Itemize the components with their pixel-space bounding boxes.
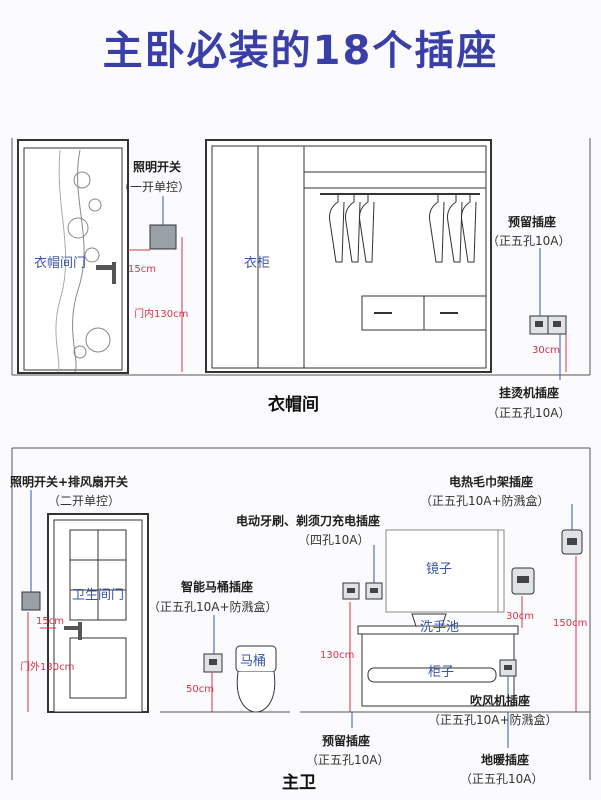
toothbrush-socket-name: 电动牙刷、剃须刀充电插座 (236, 514, 381, 528)
toothbrush-socket-left (342, 582, 360, 600)
closet-dim-30: 30cm (532, 345, 560, 356)
reserved-socket-detail: （正五孔10A） (306, 753, 390, 767)
cabinet-label: 柜子 (428, 665, 455, 680)
closet-door-label: 衣帽间门 (34, 256, 87, 271)
bathroom-dim-50: 50cm (186, 684, 214, 695)
dryer-socket-name: 吹风机插座 (470, 694, 531, 708)
toilet-socket (203, 653, 223, 673)
bathroom-switch-name: 照明开关+排风扇开关 (10, 475, 129, 489)
toothbrush-socket-detail: （四孔10A） (298, 533, 370, 547)
towel-rack-socket-detail: （正五孔10A+防溅盒） (420, 494, 550, 508)
bathroom-section-label: 主卫 (282, 773, 316, 793)
wall-socket-with-cover (511, 567, 535, 595)
closet-reserved-socket-name: 预留插座 (508, 215, 557, 229)
page-title: 主卧必装的18个插座 (102, 28, 499, 74)
closet-light-switch (149, 224, 177, 250)
towel-rack-socket-name: 电热毛巾架插座 (449, 475, 534, 489)
closet-dim-15: 15cm (128, 264, 156, 275)
toilet-label: 马桶 (240, 654, 267, 669)
closet-iron-socket-detail: （正五孔10A） (487, 406, 571, 420)
mirror-label: 镜子 (426, 562, 453, 577)
bathroom-door-label: 卫生间门 (72, 588, 125, 603)
basin-label: 洗手池 (420, 620, 460, 635)
closet-light-switch-detail: （一开单控） (118, 180, 191, 194)
bathroom-dim-130-out: 门外130cm (20, 662, 75, 673)
toothbrush-socket-right (365, 582, 383, 600)
bathroom-switch (21, 591, 41, 611)
wardrobe-label: 衣柜 (244, 256, 271, 271)
floor-heat-socket-detail: （正五孔10A） (460, 772, 544, 786)
reserved-socket-name: 预留插座 (322, 734, 371, 748)
closet-light-switch-name: 照明开关 (133, 160, 182, 174)
floor-heat-socket-name: 地暖插座 (481, 753, 530, 767)
toilet-socket-detail: （正五孔10A+防溅盒） (148, 600, 278, 614)
closet-reserved-socket-detail: （正五孔10A） (487, 234, 571, 248)
dryer-socket (499, 659, 517, 677)
closet-section-label: 衣帽间 (268, 395, 319, 415)
vanity (357, 613, 519, 707)
closet-double-socket (529, 315, 567, 335)
bathroom-switch-detail: （二开单控） (48, 494, 121, 508)
bathroom-dim-15: 15cm (36, 616, 64, 627)
toilet (235, 645, 277, 713)
closet-iron-socket-name: 挂烫机插座 (499, 386, 560, 400)
bathroom-dim-150: 150cm (553, 618, 588, 629)
closet-door (17, 139, 129, 374)
toilet-socket-name: 智能马桶插座 (181, 580, 254, 594)
dryer-socket-detail: （正五孔10A+防溅盒） (428, 713, 558, 727)
wardrobe (205, 139, 492, 373)
closet-dim-130: 门内130cm (134, 309, 189, 320)
bathroom-door (47, 513, 149, 713)
towel-rack-socket (561, 529, 583, 555)
bathroom-dim-30: 30cm (506, 611, 534, 622)
mirror (385, 529, 505, 613)
bathroom-dim-130: 130cm (320, 650, 355, 661)
